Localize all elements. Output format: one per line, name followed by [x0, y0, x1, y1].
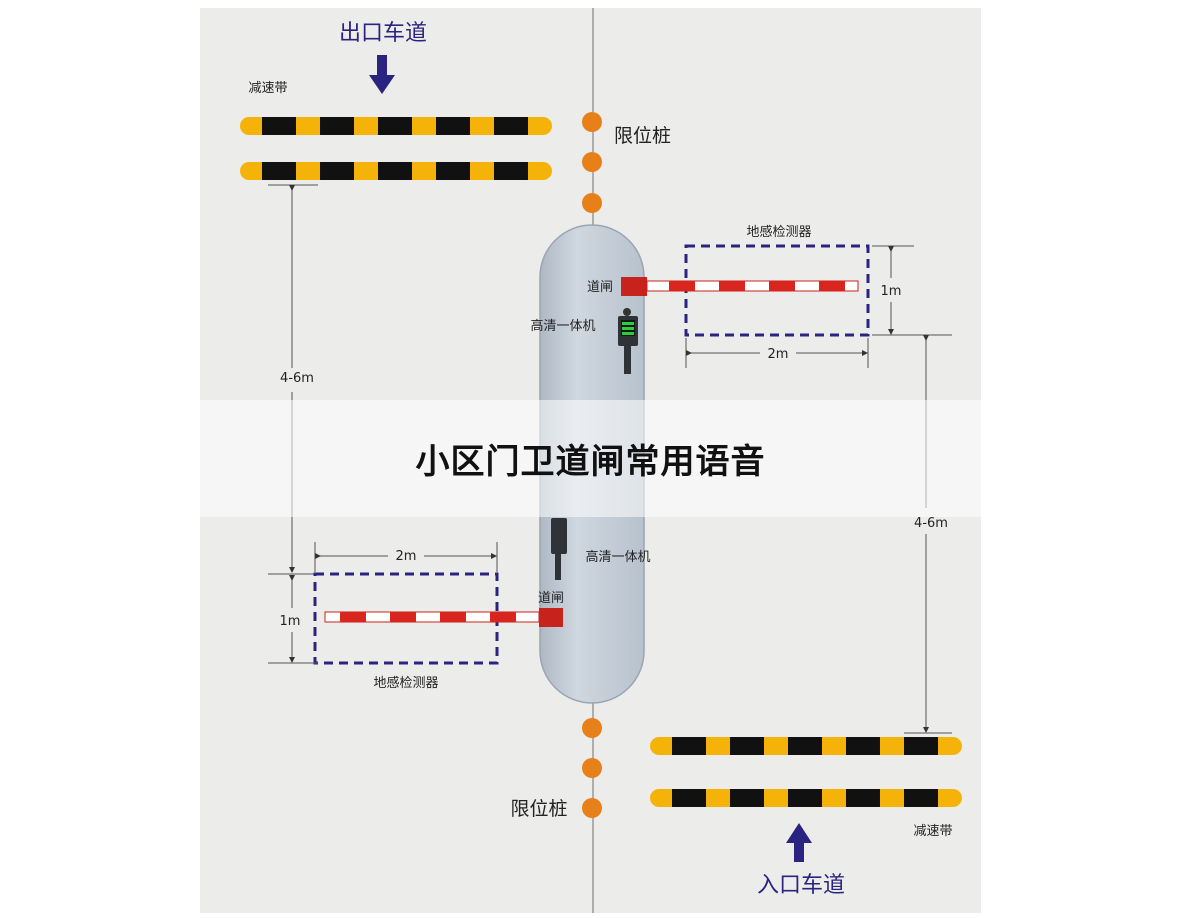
barrier-arm-bottom	[324, 608, 563, 627]
dimension-bottom-width-label: 2m	[396, 549, 417, 564]
speed-bump-top-1	[240, 117, 552, 135]
title-overlay-band	[200, 400, 981, 517]
barrier-arm-top	[621, 277, 859, 296]
limit-post-label-top: 限位桩	[614, 125, 671, 147]
limit-post-top-1	[582, 112, 602, 132]
camera-label-top: 高清一体机	[530, 318, 595, 334]
gate-label-top: 道闸	[587, 280, 613, 295]
dimension-bottom-depth-1m	[268, 575, 318, 664]
limit-post-label-bottom: 限位桩	[510, 798, 567, 820]
camera-label-bottom: 高清一体机	[585, 549, 650, 565]
exit-direction-arrow-icon	[369, 55, 395, 94]
dimension-top-depth-label: 1m	[881, 284, 902, 299]
speed-bump-label-top: 减速带	[248, 81, 287, 96]
speed-bump-bottom-2	[650, 789, 962, 807]
limit-post-bottom-3	[582, 798, 602, 818]
detector-label-bottom: 地感检测器	[373, 675, 438, 691]
page-title: 小区门卫道闸常用语音	[415, 442, 766, 482]
limit-post-bottom-2	[582, 758, 602, 778]
speed-bump-label-bottom: 减速带	[913, 824, 952, 839]
entry-lane-label: 入口车道	[757, 873, 845, 898]
camera-unit-top-icon	[618, 308, 638, 374]
camera-unit-bottom-icon	[551, 518, 567, 580]
dimension-right-label: 4-6m	[914, 516, 948, 531]
exit-lane-label: 出口车道	[339, 21, 427, 46]
dimension-left-label: 4-6m	[280, 371, 314, 386]
dimension-top-width-label: 2m	[768, 347, 789, 362]
detector-label-top: 地感检测器	[746, 224, 811, 240]
limit-post-top-3	[582, 193, 602, 213]
speed-bump-bottom-1	[650, 737, 962, 755]
dimension-bottom-depth-label: 1m	[280, 614, 301, 629]
speed-bump-top-2	[240, 162, 552, 180]
dimension-top-width-2m	[685, 338, 869, 368]
limit-post-top-2	[582, 152, 602, 172]
gate-label-bottom: 道闸	[538, 591, 564, 606]
entry-direction-arrow-icon	[786, 823, 812, 862]
limit-post-bottom-1	[582, 718, 602, 738]
dimension-bottom-width-2m	[314, 542, 498, 572]
